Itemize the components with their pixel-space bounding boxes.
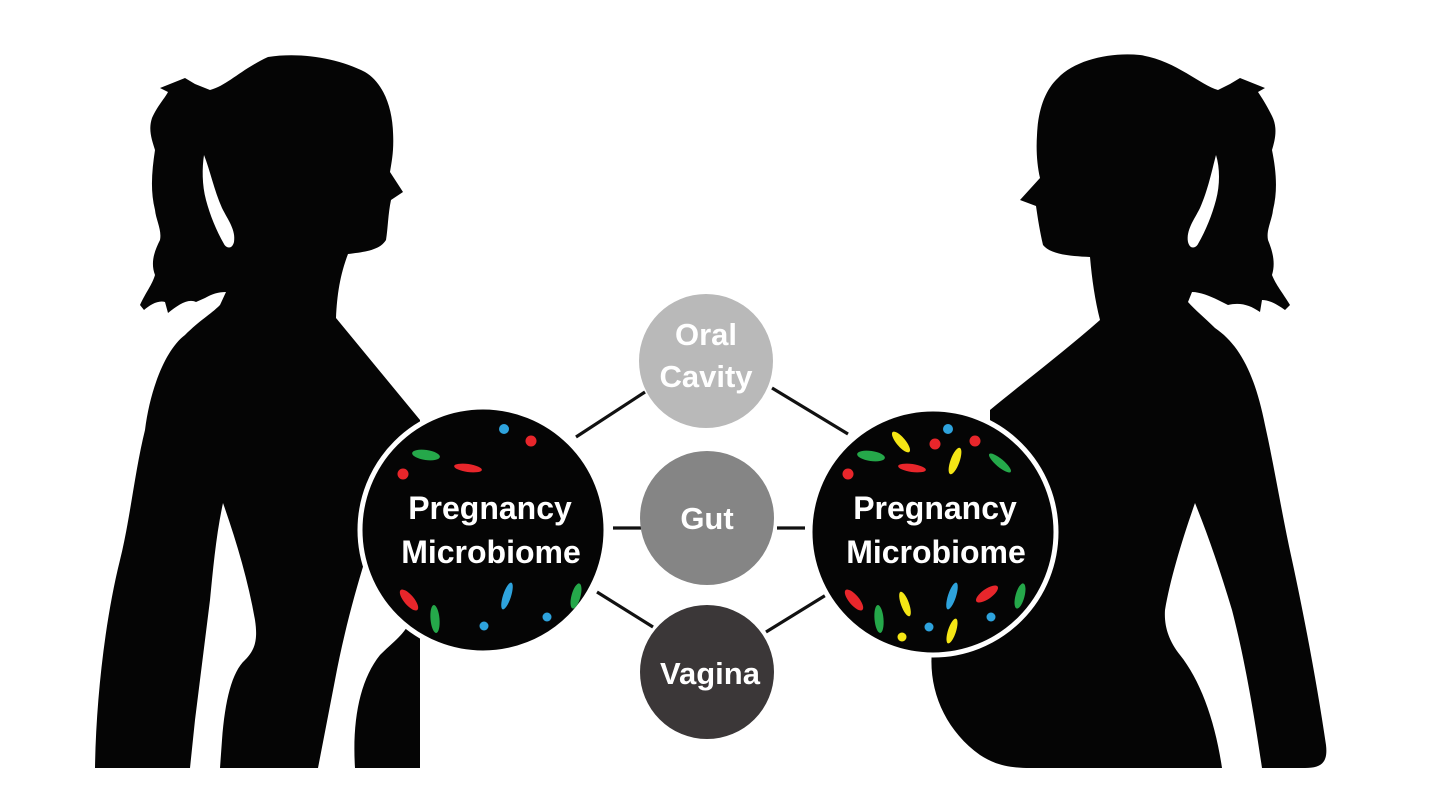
right-bacteria: [842, 424, 1026, 644]
bacterium-green-icon: [570, 583, 582, 609]
bacterium-yellow-icon: [946, 618, 958, 644]
vagina-label: Vagina: [660, 656, 761, 691]
bacterium-blue-icon: [479, 621, 489, 631]
left-bacteria: [397, 424, 582, 633]
bacterium-green-icon: [874, 605, 884, 633]
bacterium-blue-icon: [946, 582, 958, 610]
bacterium-blue-icon: [499, 424, 509, 434]
oral-cavity-circle: [639, 294, 773, 428]
bacterium-yellow-icon: [948, 447, 962, 475]
right-hair-gap: [1187, 155, 1219, 248]
oral-cavity-label-line1: Oral: [675, 317, 737, 352]
left-microbiome-circle: Pregnancy Microbiome: [357, 404, 609, 656]
bacterium-blue-icon: [943, 424, 953, 434]
bacterium-red-icon: [397, 468, 409, 480]
left-microbiome-label-line1: Pregnancy: [408, 490, 572, 526]
left-hair-gap: [202, 155, 235, 248]
left-woman-silhouette: [95, 55, 420, 769]
bacterium-yellow-icon: [897, 632, 907, 642]
gut-circle: [640, 451, 774, 585]
left-silhouette-body: [95, 55, 420, 769]
bacterium-green-icon: [430, 605, 440, 633]
bacterium-yellow-icon: [891, 431, 911, 453]
right-woman-silhouette: [931, 54, 1327, 769]
oral-cavity-label-line2: Cavity: [659, 359, 753, 394]
left-microbiome-label-line2: Microbiome: [401, 534, 581, 570]
right-microbiome-label-line1: Pregnancy: [853, 490, 1017, 526]
left-microbiome-ring: [357, 404, 609, 656]
connector-right-oral: [771, 386, 849, 436]
right-silhouette-body: [931, 54, 1327, 769]
body-site-gut: Gut: [640, 451, 774, 585]
bacterium-green-icon: [412, 449, 440, 461]
bacterium-green-icon: [988, 453, 1012, 473]
bacterium-red-icon: [969, 435, 981, 447]
bacterium-red-icon: [929, 438, 941, 450]
bacterium-red-icon: [842, 468, 854, 480]
bacterium-red-icon: [975, 585, 999, 603]
gut-label: Gut: [680, 501, 733, 536]
right-microbiome-circle: Pregnancy Microbiome: [807, 406, 1059, 658]
left-arm-gap: [190, 503, 257, 768]
bacterium-green-icon: [857, 450, 885, 462]
body-site-vagina: Vagina: [640, 605, 774, 739]
connector-left-vagina: [596, 590, 654, 629]
bacterium-red-icon: [399, 589, 419, 611]
connector-left-oral: [575, 390, 646, 439]
bacterium-red-icon: [898, 463, 926, 473]
bacterium-red-icon: [454, 463, 482, 473]
vagina-circle: [640, 605, 774, 739]
bacterium-blue-icon: [924, 622, 934, 632]
connector-lines: [575, 386, 849, 634]
connector-right-vagina: [765, 593, 827, 634]
bacterium-green-icon: [1014, 583, 1026, 609]
bacterium-blue-icon: [542, 612, 552, 622]
bacterium-red-icon: [525, 435, 537, 447]
right-microbiome-label-line2: Microbiome: [846, 534, 1026, 570]
right-arm-gap: [1164, 503, 1262, 768]
bacterium-yellow-icon: [899, 591, 911, 617]
bacterium-blue-icon: [501, 582, 513, 610]
bacterium-red-icon: [844, 589, 864, 611]
body-site-oral-cavity: Oral Cavity: [639, 294, 773, 428]
bacterium-blue-icon: [986, 612, 996, 622]
